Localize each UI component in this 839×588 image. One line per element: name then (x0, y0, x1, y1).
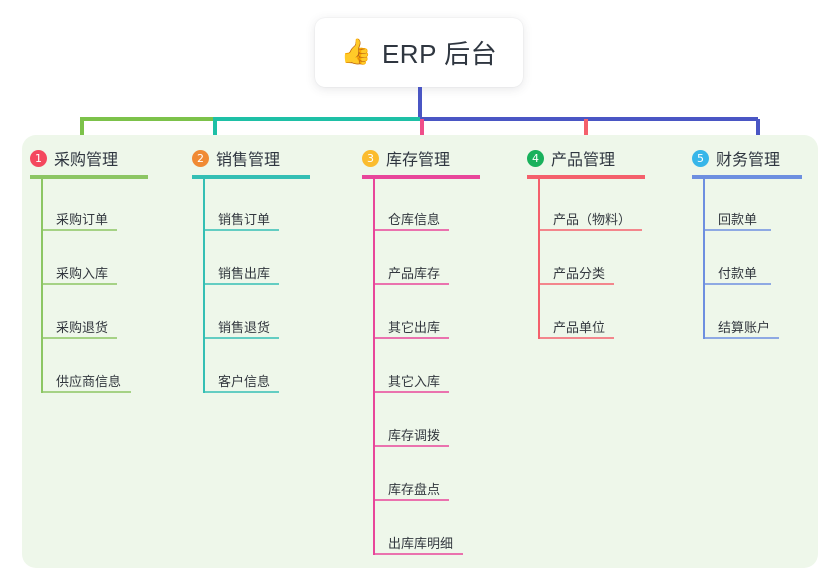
module-item[interactable]: 仓库信息 (388, 212, 441, 227)
module-title: 采购管理 (54, 152, 119, 169)
module-item[interactable]: 库存调拨 (388, 428, 441, 443)
module-item[interactable]: 结算账户 (718, 320, 771, 335)
module-item-rule (203, 229, 279, 231)
drop-col-4 (584, 119, 588, 149)
module-header-inventory[interactable]: 3 库存管理 (362, 145, 450, 171)
module-item-rule (538, 229, 642, 231)
module-number-badge: 2 (192, 149, 209, 167)
module-item-rule (203, 337, 279, 339)
segment-teal (213, 117, 420, 121)
module-title-rule (692, 175, 802, 179)
drop-col-3 (420, 119, 424, 149)
module-header-purchase[interactable]: 1 采购管理 (30, 145, 118, 171)
module-item[interactable]: 销售出库 (218, 266, 271, 281)
module-spine (41, 177, 43, 393)
modules-panel: 1 采购管理采购订单采购入库采购退货供应商信息 2 销售管理销售订单销售出库销售退货客… (22, 135, 818, 568)
module-title: 库存管理 (386, 152, 451, 169)
root-node-card[interactable]: 👍 ERP 后台 (315, 18, 523, 87)
module-item[interactable]: 产品库存 (388, 266, 441, 281)
module-header-sales[interactable]: 2 销售管理 (192, 145, 280, 171)
module-item[interactable]: 其它入库 (388, 374, 441, 389)
module-item[interactable]: 回款单 (718, 212, 758, 227)
module-item[interactable]: 采购入库 (56, 266, 109, 281)
module-number-badge: 3 (362, 149, 379, 167)
module-item-rule (41, 391, 131, 393)
module-title-rule (30, 175, 148, 179)
module-title: 产品管理 (551, 152, 616, 169)
module-item-rule (373, 499, 449, 501)
module-item[interactable]: 产品分类 (553, 266, 606, 281)
module-item-rule (373, 337, 449, 339)
module-title: 销售管理 (216, 152, 281, 169)
module-title-rule (362, 175, 480, 179)
drop-col-1 (80, 119, 84, 149)
module-item-rule (373, 283, 449, 285)
module-item[interactable]: 销售订单 (218, 212, 271, 227)
module-item[interactable]: 供应商信息 (56, 374, 122, 389)
module-item-rule (373, 229, 449, 231)
module-item[interactable]: 库存盘点 (388, 482, 441, 497)
module-item[interactable]: 采购订单 (56, 212, 109, 227)
module-item[interactable]: 销售退货 (218, 320, 271, 335)
module-item-rule (373, 445, 449, 447)
module-item[interactable]: 其它出库 (388, 320, 441, 335)
module-item[interactable]: 产品（物料） (553, 212, 632, 227)
module-number-badge: 1 (30, 149, 47, 167)
module-number-badge: 4 (527, 149, 544, 167)
drop-col-5 (756, 119, 760, 149)
thumbs-up-icon: 👍 (340, 38, 372, 66)
segment-green (80, 117, 213, 121)
module-item-rule (41, 229, 117, 231)
module-item-rule (373, 553, 463, 555)
root-node-label: ERP 后台 (381, 39, 498, 69)
segment-blue (420, 117, 758, 121)
module-item-rule (538, 337, 614, 339)
module-item-rule (41, 337, 117, 339)
module-item[interactable]: 客户信息 (218, 374, 271, 389)
module-spine (203, 177, 205, 393)
module-item-rule (703, 337, 779, 339)
module-item[interactable]: 产品单位 (553, 320, 606, 335)
module-item-rule (703, 229, 771, 231)
module-spine (373, 177, 375, 555)
module-item[interactable]: 采购退货 (56, 320, 109, 335)
module-title-rule (527, 175, 645, 179)
module-item-rule (703, 283, 771, 285)
drop-col-2 (213, 119, 217, 149)
module-item[interactable]: 付款单 (718, 266, 758, 281)
module-item[interactable]: 出库库明细 (388, 536, 454, 551)
module-item-rule (41, 283, 117, 285)
module-spine (703, 177, 705, 339)
module-item-rule (203, 283, 279, 285)
root-connector-vertical (418, 87, 422, 119)
module-title: 财务管理 (716, 152, 781, 169)
module-item-rule (538, 283, 614, 285)
module-header-finance[interactable]: 5 财务管理 (692, 145, 780, 171)
module-item-rule (203, 391, 279, 393)
module-title-rule (192, 175, 310, 179)
module-item-rule (373, 391, 449, 393)
module-number-badge: 5 (692, 149, 709, 167)
module-spine (538, 177, 540, 339)
module-header-product[interactable]: 4 产品管理 (527, 145, 615, 171)
